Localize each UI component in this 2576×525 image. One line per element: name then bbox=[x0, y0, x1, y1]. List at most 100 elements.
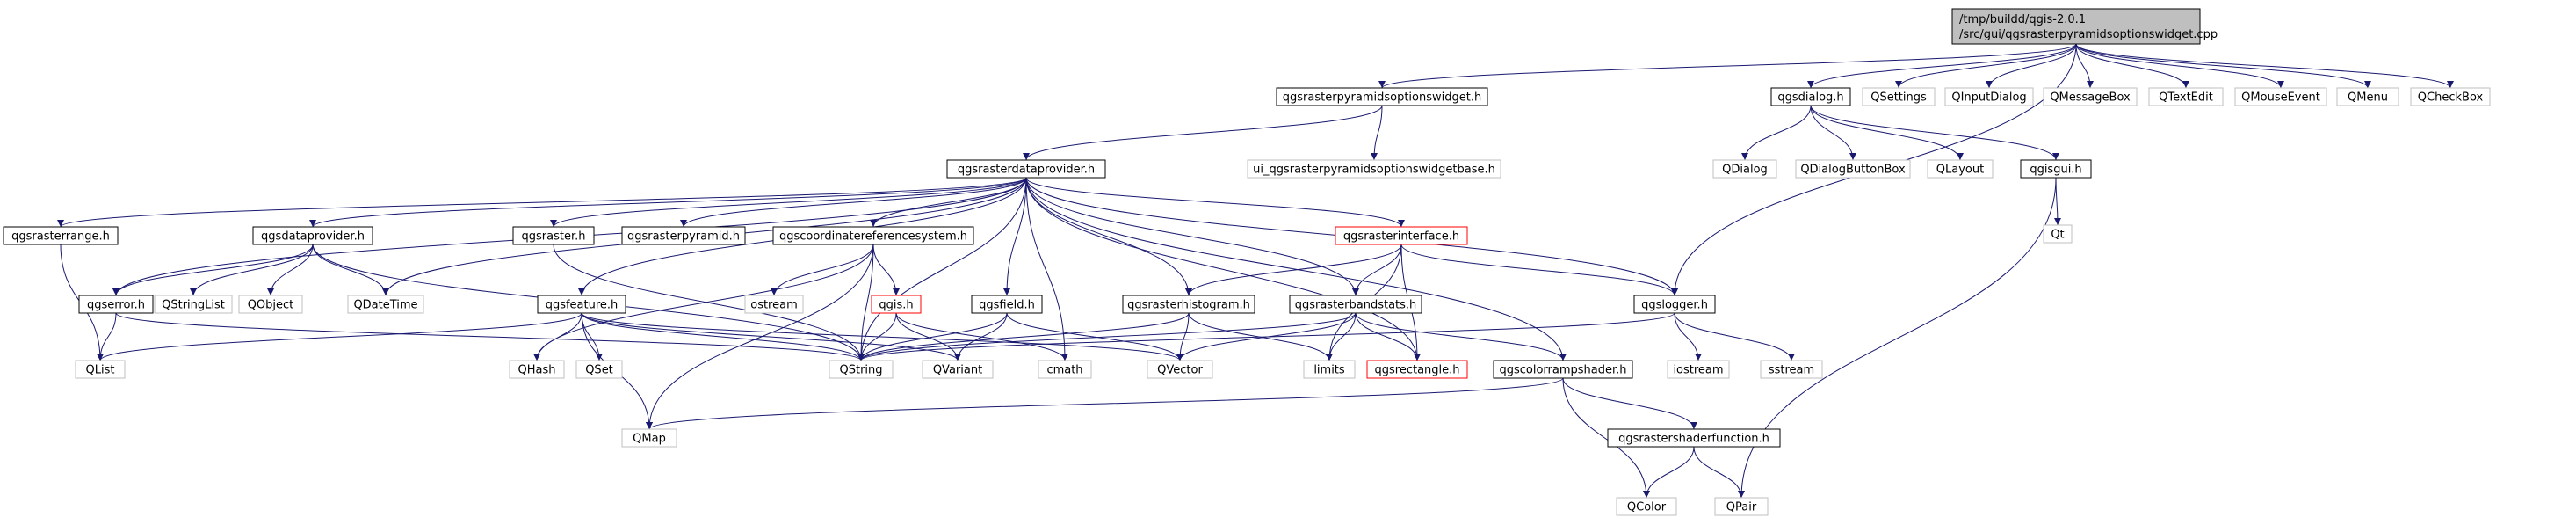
node-qgsrasterrange_h[interactable]: qgsrasterrange.h bbox=[3, 226, 119, 245]
node-label-qgslogger_h[interactable]: qgslogger.h bbox=[1641, 299, 1708, 312]
node-box-qgscoordinatereferencesystem_h[interactable] bbox=[772, 226, 974, 245]
node-qgis_h[interactable]: qgis.h bbox=[871, 295, 922, 314]
node-label-ui_qgsrasterpyramidsoptionswidgetbase_h: ui_qgsrasterpyramidsoptionswidgetbase.h bbox=[1253, 164, 1495, 177]
node-box-QColor bbox=[1616, 497, 1677, 516]
node-qgsrasterpyramidsoptionswidget_h[interactable]: qgsrasterpyramidsoptionswidget.h bbox=[1276, 87, 1488, 106]
node-qgsraster_h[interactable]: qgsraster.h bbox=[512, 226, 595, 245]
node-label-qgsrectangle_h[interactable]: qgsrectangle.h bbox=[1374, 364, 1459, 377]
node-box-qgsrasterrange_h[interactable] bbox=[3, 226, 119, 245]
node-qgscolorrampshader_h[interactable]: qgscolorrampshader.h bbox=[1493, 360, 1633, 379]
root-node: /tmp/buildd/qgis-2.0.1/src/gui/qgsraster… bbox=[1951, 8, 2218, 45]
node-box-qgsrectangle_h[interactable] bbox=[1366, 360, 1468, 379]
node-box-qgsraster_h[interactable] bbox=[512, 226, 595, 245]
node-label-qgsrasterpyramidsoptionswidget_h[interactable]: qgsrasterpyramidsoptionswidget.h bbox=[1283, 91, 1481, 105]
node-box-qgsrasterpyramidsoptionswidget_h[interactable] bbox=[1276, 87, 1488, 106]
edge-qgsrasterbandstats_h-to-QString bbox=[857, 312, 1357, 361]
edge-root-to-qgsrasterpyramidsoptionswidget_h bbox=[1378, 43, 2077, 89]
node-box-qgslogger_h[interactable] bbox=[1633, 295, 1716, 314]
node-box-qgsrastershaderfunction_h[interactable] bbox=[1607, 428, 1781, 448]
edge-qgsrasterdataprovider_h-to-qgsraster_h bbox=[550, 177, 1027, 228]
edge-qgsrasterbandstats_h-to-qgscolorrampshader_h bbox=[1355, 312, 1567, 361]
node-box-qgsrasterbandstats_h[interactable] bbox=[1289, 295, 1422, 314]
node-box-QVariant bbox=[922, 360, 994, 379]
edge-qgsrasterdataprovider_h-to-qgsrasterinterface_h bbox=[1025, 177, 1405, 228]
edge-qgsrastershaderfunction_h-to-QPair bbox=[1693, 446, 1745, 499]
node-qgserror_h[interactable]: qgserror.h bbox=[78, 295, 154, 314]
node-box-qgsrasterpyramid_h[interactable] bbox=[621, 226, 746, 245]
node-label-QInputDialog: QInputDialog bbox=[1951, 91, 2026, 105]
node-QString: QString bbox=[829, 360, 894, 379]
node-box-QObject bbox=[238, 295, 303, 314]
node-label-QSettings: QSettings bbox=[1870, 91, 1927, 105]
node-label-limits: limits bbox=[1313, 364, 1345, 377]
node-label-qgsrasterhistogram_h[interactable]: qgsrasterhistogram.h bbox=[1127, 299, 1250, 312]
node-label-qgsrasterbandstats_h[interactable]: qgsrasterbandstats.h bbox=[1295, 299, 1417, 312]
node-label-qgis_h[interactable]: qgis.h bbox=[879, 299, 913, 312]
edge-qgsrasterpyramidsoptionswidget_h-to-qgsrasterdataprovider_h bbox=[1023, 105, 1383, 161]
node-qgsdataprovider_h[interactable]: qgsdataprovider.h bbox=[252, 226, 373, 245]
edge-qgsrasterdataprovider_h-to-qgsrasterhistogram_h bbox=[1025, 177, 1192, 296]
edge-root-to-QTextEdit bbox=[2075, 43, 2189, 89]
edge-qgsdataprovider_h-to-QStringList bbox=[190, 244, 314, 296]
node-box-qgsrasterinterface_h[interactable] bbox=[1335, 226, 1468, 245]
node-qgsrasterpyramid_h[interactable]: qgsrasterpyramid.h bbox=[621, 226, 746, 245]
edge-qgsrasterpyramidsoptionswidget_h-to-ui_qgsrasterpyramidsoptionswidgetbase_h bbox=[1371, 105, 1383, 161]
node-QMessageBox: QMessageBox bbox=[2043, 87, 2138, 106]
edge-qgsrasterdataprovider_h-to-qgsrectangle_h bbox=[1025, 177, 1421, 361]
edge-qgis_h-to-cmath bbox=[895, 312, 1068, 361]
node-box-qgis_h[interactable] bbox=[871, 295, 922, 314]
edge-qgsdataprovider_h-to-qgserror_h bbox=[112, 244, 314, 296]
node-QPair: QPair bbox=[1714, 497, 1769, 516]
node-qgsrectangle_h[interactable]: qgsrectangle.h bbox=[1366, 360, 1468, 379]
node-qgisgui_h[interactable]: qgisgui.h bbox=[2020, 159, 2092, 179]
node-qgsrasterdataprovider_h[interactable]: qgsrasterdataprovider.h bbox=[946, 159, 1106, 179]
node-qgscoordinatereferencesystem_h[interactable]: qgscoordinatereferencesystem.h bbox=[772, 226, 974, 245]
node-box-QPair bbox=[1714, 497, 1769, 516]
node-label-qgsrasterinterface_h[interactable]: qgsrasterinterface.h bbox=[1343, 230, 1459, 244]
node-qgsrasterbandstats_h[interactable]: qgsrasterbandstats.h bbox=[1289, 295, 1422, 314]
node-label-QString: QString bbox=[839, 364, 882, 377]
node-box-qgsdialog_h[interactable] bbox=[1770, 87, 1851, 106]
node-label-qgsfield_h[interactable]: qgsfield.h bbox=[979, 299, 1035, 312]
edge-qgsrasterdataprovider_h-to-QString bbox=[857, 177, 1027, 361]
node-box-qgsrasterhistogram_h[interactable] bbox=[1122, 295, 1255, 314]
node-label-qgsrasterpyramid_h[interactable]: qgsrasterpyramid.h bbox=[627, 230, 740, 244]
node-qgsrasterinterface_h[interactable]: qgsrasterinterface.h bbox=[1335, 226, 1468, 245]
node-label-qgscoordinatereferencesystem_h[interactable]: qgscoordinatereferencesystem.h bbox=[779, 230, 967, 244]
node-box-qgsrasterdataprovider_h[interactable] bbox=[946, 159, 1106, 179]
node-box-QDateTime bbox=[347, 295, 424, 314]
node-qgsrasterhistogram_h[interactable]: qgsrasterhistogram.h bbox=[1122, 295, 1255, 314]
node-qgsfield_h[interactable]: qgsfield.h bbox=[971, 295, 1043, 314]
node-label-qgscolorrampshader_h[interactable]: qgscolorrampshader.h bbox=[1499, 364, 1626, 377]
node-label-QMenu: QMenu bbox=[2348, 91, 2388, 105]
node-box-qgscolorrampshader_h[interactable] bbox=[1493, 360, 1633, 379]
node-box-qgsdataprovider_h[interactable] bbox=[252, 226, 373, 245]
node-box-QSet bbox=[575, 360, 623, 379]
node-label-qgsdataprovider_h[interactable]: qgsdataprovider.h bbox=[261, 230, 365, 244]
node-box-qgsfeature_h[interactable] bbox=[537, 295, 626, 314]
edge-qgsdialog_h-to-QLayout bbox=[1810, 105, 1964, 161]
node-label-qgsrasterdataprovider_h[interactable]: qgsrasterdataprovider.h bbox=[958, 164, 1095, 177]
node-label-qgserror_h[interactable]: qgserror.h bbox=[87, 299, 145, 312]
node-label-qgsfeature_h[interactable]: qgsfeature.h bbox=[546, 299, 619, 312]
node-qgsdialog_h[interactable]: qgsdialog.h bbox=[1770, 87, 1851, 106]
node-box-qgsfield_h[interactable] bbox=[971, 295, 1043, 314]
node-QMouseEvent: QMouseEvent bbox=[2234, 87, 2327, 106]
edge-qgsfield_h-to-QVector bbox=[1006, 312, 1183, 361]
node-label-qgsrastershaderfunction_h[interactable]: qgsrastershaderfunction.h bbox=[1618, 433, 1769, 446]
node-label-qgsraster_h[interactable]: qgsraster.h bbox=[522, 230, 586, 244]
node-label-QVariant: QVariant bbox=[933, 364, 982, 377]
node-label-qgsdialog_h[interactable]: qgsdialog.h bbox=[1777, 91, 1843, 105]
node-qgsfeature_h[interactable]: qgsfeature.h bbox=[537, 295, 626, 314]
node-label-qgisgui_h[interactable]: qgisgui.h bbox=[2030, 164, 2081, 177]
node-qgslogger_h[interactable]: qgslogger.h bbox=[1633, 295, 1716, 314]
node-QHash: QHash bbox=[509, 360, 565, 379]
node-box-limits bbox=[1303, 360, 1356, 379]
node-label-qgsrasterrange_h[interactable]: qgsrasterrange.h bbox=[11, 230, 110, 244]
node-box-ostream bbox=[744, 295, 804, 314]
node-qgsrastershaderfunction_h[interactable]: qgsrastershaderfunction.h bbox=[1607, 428, 1781, 448]
edge-root-to-qgsdialog_h bbox=[1807, 43, 2077, 89]
node-box-qgserror_h[interactable] bbox=[78, 295, 154, 314]
node-box-qgisgui_h[interactable] bbox=[2020, 159, 2092, 179]
edge-qgserror_h-to-QString bbox=[115, 312, 865, 361]
